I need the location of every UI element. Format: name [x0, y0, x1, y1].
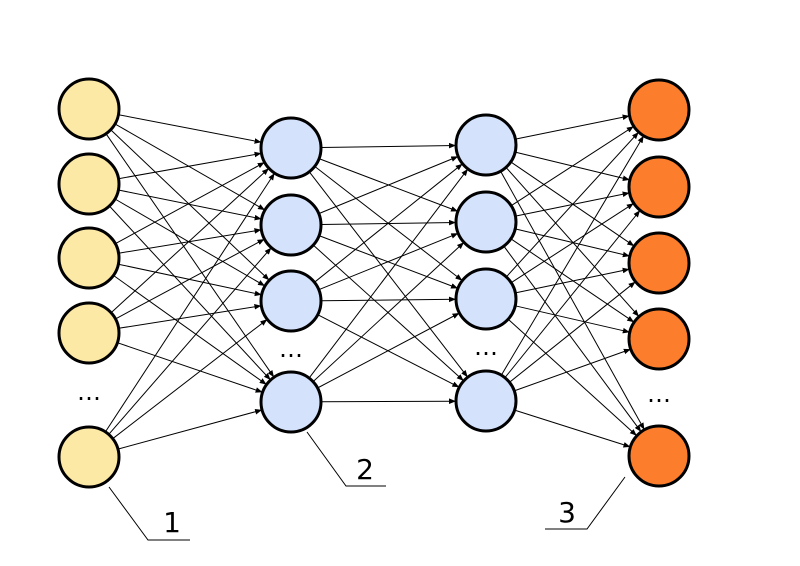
hidden-layer-ellipsis: … [279, 335, 303, 363]
connection-edge [318, 232, 459, 291]
hidden-neuron [259, 193, 323, 257]
ellipsis-markers: … … … … [77, 333, 671, 408]
connection-edge [114, 198, 266, 287]
input-neuron [57, 226, 121, 290]
connection-edge [118, 228, 262, 254]
output-neuron [627, 155, 691, 219]
hidden-neuron [454, 267, 518, 331]
connection-edge [105, 133, 275, 378]
connection-edge [114, 123, 266, 211]
connection-edge [510, 125, 635, 207]
connection-edge [500, 135, 645, 376]
callouts: 1 2 3 [108, 431, 626, 541]
input-neuron [57, 425, 121, 489]
input-neuron [57, 77, 121, 141]
connection-edge [118, 114, 262, 144]
connection-edge [112, 318, 268, 440]
connection-edge [109, 205, 271, 381]
connection-edge [507, 318, 638, 437]
hidden-neuron [259, 269, 323, 333]
connection-edge [308, 168, 469, 379]
neurons [57, 77, 691, 489]
connection-edge [505, 131, 640, 278]
output-layer-ellipsis: … [647, 380, 671, 408]
connection-edge [118, 151, 262, 180]
hidden-neuron [259, 370, 323, 434]
connection-edge [308, 171, 469, 378]
connection-edge [503, 245, 642, 433]
connection-edge [115, 238, 265, 320]
output-neuron [627, 424, 691, 488]
hidden-layer-ellipsis: … [474, 333, 498, 361]
connection-edge [510, 202, 635, 284]
callout-leader-line [306, 431, 386, 487]
connection-edge [312, 244, 465, 382]
input-layer-ellipsis: … [77, 378, 101, 406]
output-neuron [627, 307, 691, 371]
connection-edge [504, 209, 641, 379]
connection-edge [117, 342, 263, 393]
connection-edge [320, 398, 457, 405]
connection-edge [110, 167, 270, 314]
connection-edge [104, 172, 276, 433]
connection-edge [118, 304, 262, 329]
input-neuron [57, 152, 121, 216]
callout-label: 1 [163, 506, 181, 539]
connection-edge [515, 267, 630, 294]
hidden-neuron [454, 190, 518, 254]
output-neuron [627, 78, 691, 142]
callout-label: 2 [356, 453, 374, 486]
callout-label: 3 [558, 496, 576, 529]
connection-edge [515, 305, 630, 334]
connection-edge [314, 163, 463, 283]
hidden-neuron [454, 369, 518, 433]
connection-edge [317, 312, 460, 389]
connection-edge [113, 274, 267, 386]
callout-leader-line [108, 486, 190, 541]
connection-edge [318, 155, 459, 215]
connection-edge [115, 161, 265, 245]
connection-edge [515, 114, 630, 140]
hidden-neuron [454, 113, 518, 177]
connection-edge [117, 409, 263, 450]
connection-edge [320, 142, 457, 149]
connection-edge [108, 247, 272, 435]
connection-edge [514, 348, 631, 392]
output-neuron [627, 231, 691, 295]
hidden-neuron [259, 116, 323, 180]
connections [104, 114, 645, 450]
connection-edge [509, 281, 636, 383]
connection-edge [312, 241, 465, 383]
callout-leader-line [545, 476, 626, 530]
connection-edge [514, 409, 631, 448]
input-neuron [57, 301, 121, 365]
connection-edge [118, 189, 262, 221]
connection-edge [320, 296, 457, 303]
